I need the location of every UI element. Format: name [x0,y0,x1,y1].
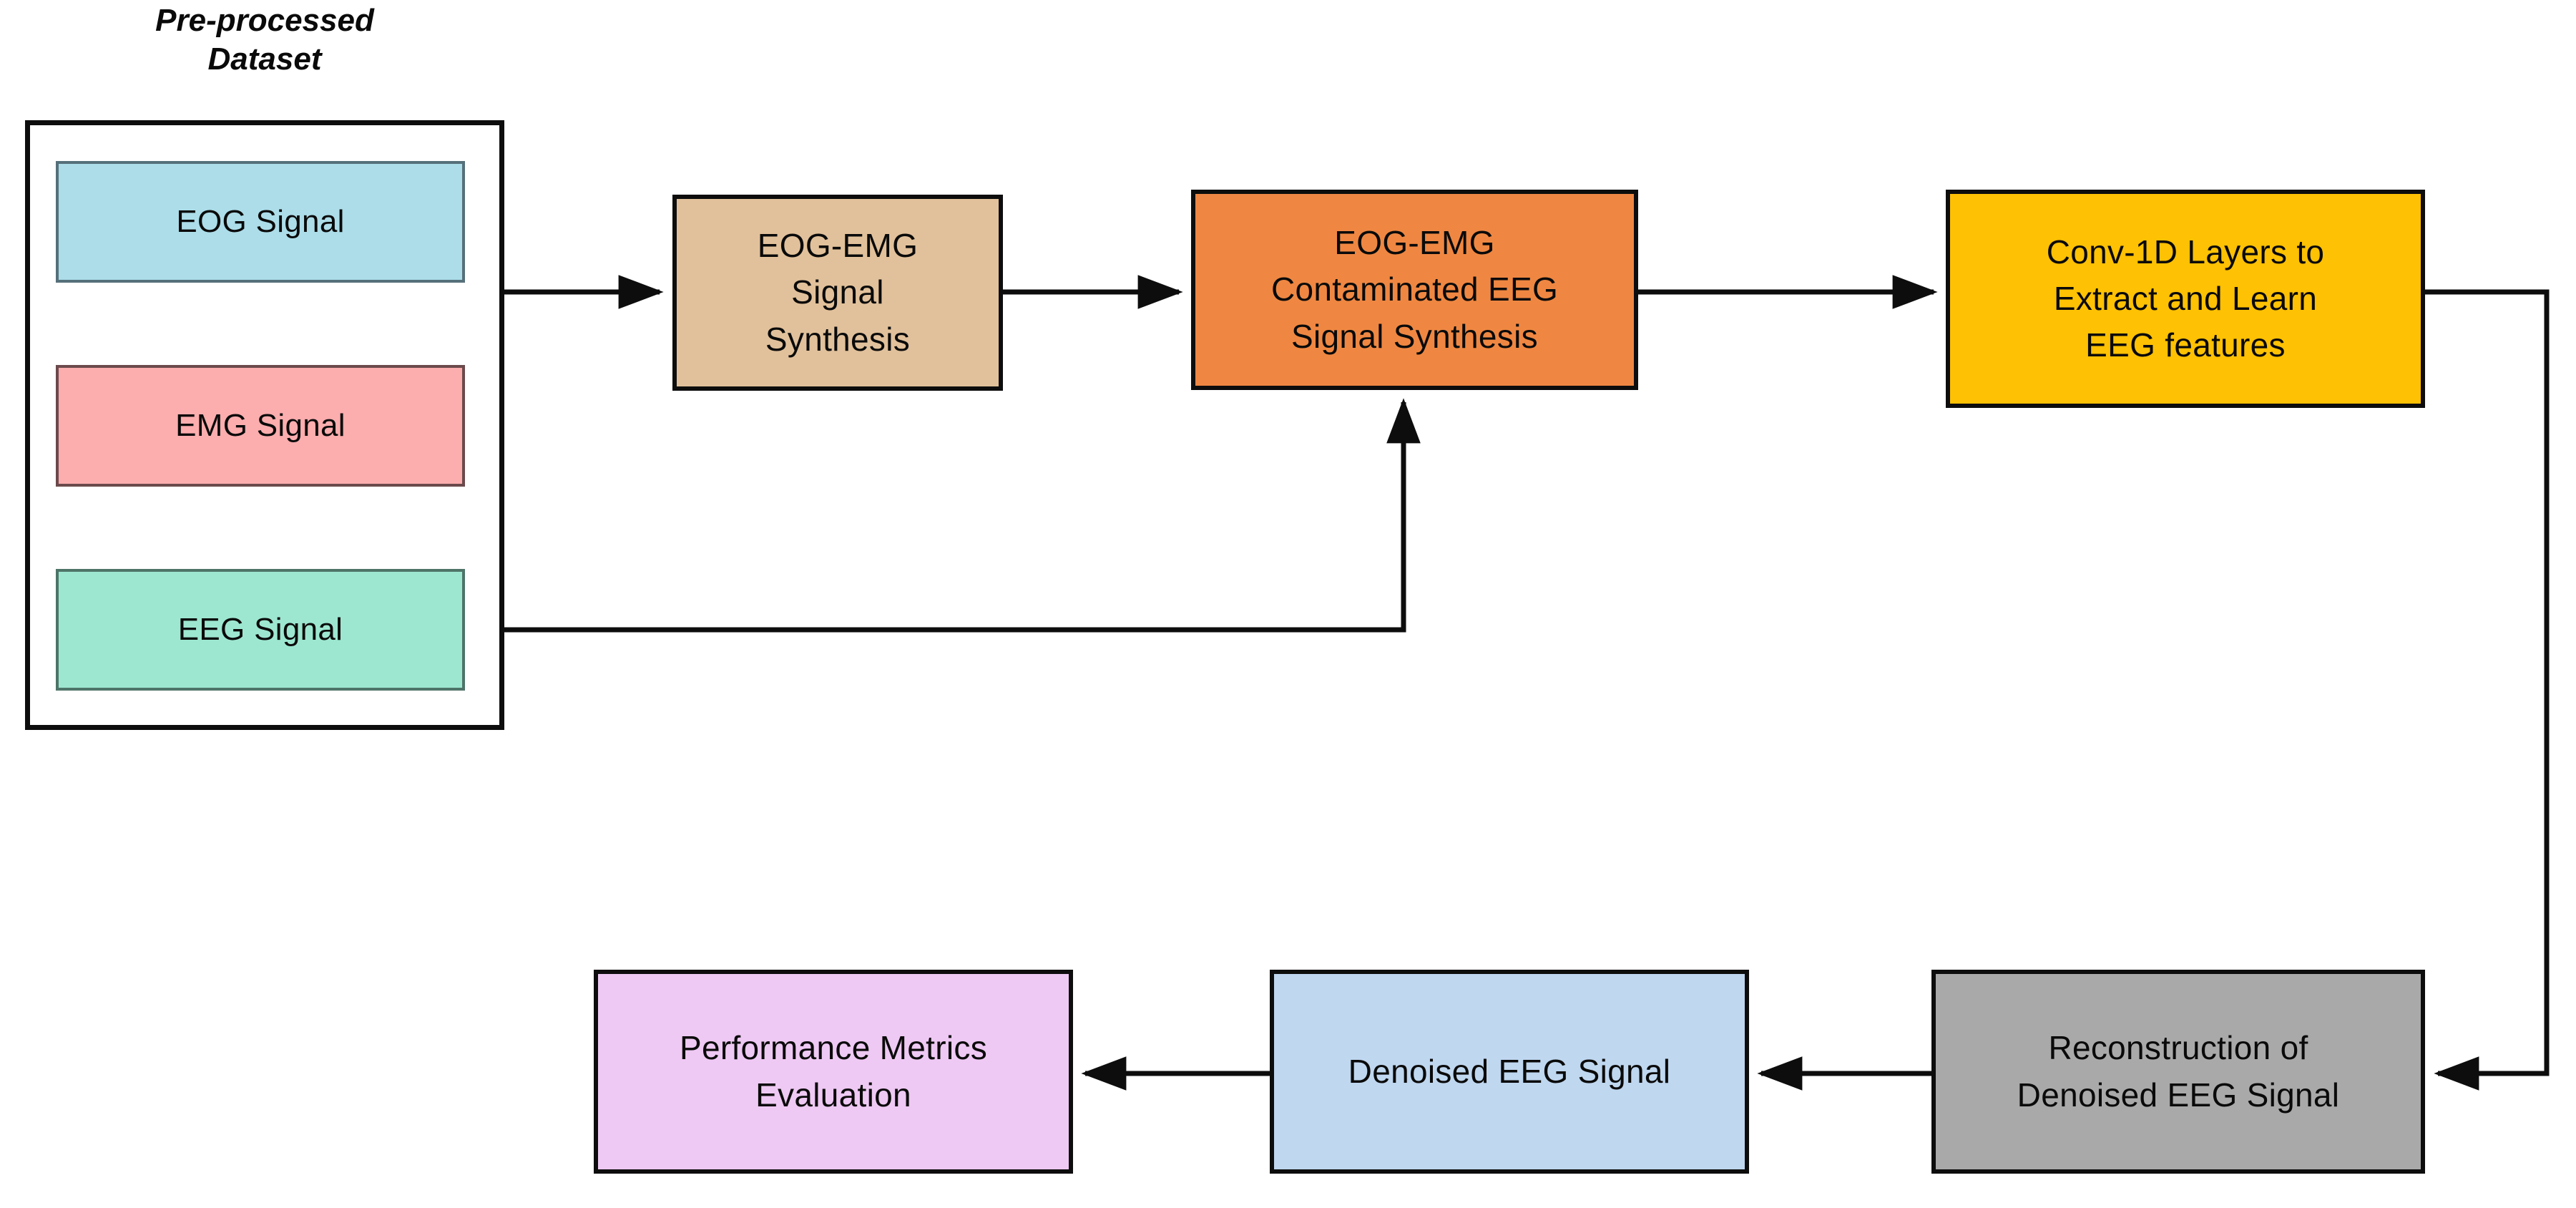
node-performance-metrics-evaluation-label: Performance Metrics Evaluation [679,1029,988,1114]
node-emg-signal[interactable]: EMG Signal [56,365,465,487]
node-reconstruction-denoised-eeg[interactable]: Reconstruction of Denoised EEG Signal [1931,970,2425,1174]
node-denoised-eeg-signal-label: Denoised EEG Signal [1348,1052,1671,1090]
node-eeg-signal[interactable]: EEG Signal [56,569,465,691]
node-reconstruction-denoised-eeg-label: Reconstruction of Denoised EEG Signal [2017,1029,2340,1114]
node-eog-emg-signal-synthesis-label: EOG-EMG Signal Synthesis [757,227,919,358]
node-eeg-signal-label: EEG Signal [177,611,343,647]
node-eog-signal[interactable]: EOG Signal [56,161,465,283]
node-denoised-eeg-signal[interactable]: Denoised EEG Signal [1270,970,1749,1174]
node-contaminated-eeg-synthesis-label: EOG-EMG Contaminated EEG Signal Synthesi… [1270,224,1559,355]
edge-conv-to-reconstruction [2425,289,2550,1091]
node-performance-metrics-evaluation[interactable]: Performance Metrics Evaluation [594,970,1073,1174]
node-eog-emg-signal-synthesis[interactable]: EOG-EMG Signal Synthesis [672,195,1003,391]
node-conv1d-layers-label: Conv-1D Layers to Extract and Learn EEG … [2046,233,2325,364]
node-conv1d-layers[interactable]: Conv-1D Layers to Extract and Learn EEG … [1946,190,2425,408]
node-contaminated-eeg-synthesis[interactable]: EOG-EMG Contaminated EEG Signal Synthesi… [1191,190,1638,390]
edge-eeg-to-contaminated [465,398,1421,633]
dataset-group-title: Pre-processed Dataset [155,3,374,77]
node-eog-signal-label: EOG Signal [176,203,345,239]
node-emg-signal-label: EMG Signal [175,407,346,443]
